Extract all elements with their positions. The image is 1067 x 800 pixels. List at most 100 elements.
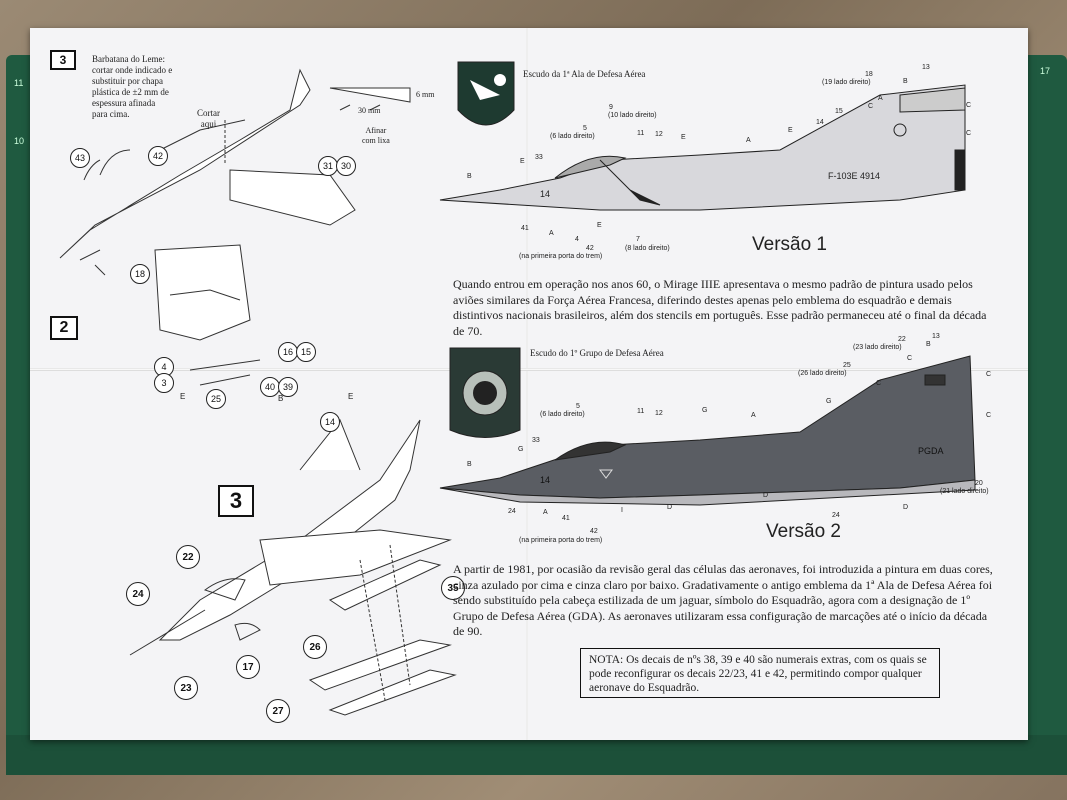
decal-callout: A — [751, 412, 756, 419]
nose-number: 14 — [540, 189, 551, 199]
tail-code: PGDA — [918, 446, 944, 456]
ruler-number: 17 — [1040, 66, 1051, 76]
decal-callout: 11 — [637, 130, 645, 137]
decal-callout: 24 — [832, 512, 840, 519]
dimension-length: 30 mm — [358, 106, 381, 115]
decal-callout: 24 — [508, 508, 516, 515]
cut-here-label: Cortar aqui — [197, 108, 220, 129]
step-number-box: 2 — [50, 316, 78, 340]
nose-number: 14 — [540, 475, 551, 485]
part-number: 35 — [441, 576, 465, 600]
decal-callout: D — [763, 492, 769, 499]
decal-callout: E — [520, 158, 525, 165]
decal-callout: E — [788, 127, 793, 134]
decal-callout: 18 — [865, 71, 873, 78]
decal-callout: C — [868, 103, 874, 110]
decal-callout: (na primeira porta do trem) — [519, 537, 603, 544]
decal-callout: (21 lado direito) — [940, 488, 989, 495]
part-number: 15 — [296, 342, 316, 362]
decal-callout: 11 — [637, 408, 645, 415]
part-number: 26 — [303, 635, 327, 659]
emblem-1a-ala — [457, 61, 515, 126]
rudder-fin-instructions: Barbatana do Leme: cortar onde indicado … — [92, 54, 173, 119]
decal-callout: B — [467, 173, 472, 180]
part-number: 30 — [336, 156, 356, 176]
part-letter: E — [180, 392, 186, 401]
part-number: 24 — [126, 582, 150, 606]
decal-callout: 33 — [532, 437, 540, 444]
assembly-drawing-step2 — [59, 68, 411, 386]
decal-callout: 20 — [975, 480, 983, 487]
decal-callout: C — [986, 371, 992, 378]
decal-callout: C — [966, 102, 972, 109]
step-number-box: 3 — [218, 485, 254, 517]
decal-callout: (6 lado direito) — [550, 133, 595, 140]
version2-description: A partir de 1981, por ocasião da revisão… — [453, 562, 993, 638]
part-number: 18 — [130, 264, 150, 284]
part-number: 3 — [154, 373, 174, 393]
decal-callout: 12 — [655, 131, 663, 138]
decal-callout: (26 lado direito) — [798, 370, 847, 377]
part-number: 23 — [174, 676, 198, 700]
decal-callout: 25 — [843, 362, 851, 369]
decal-callout: 42 — [586, 245, 594, 252]
decal-callout: 4 — [575, 236, 579, 243]
decal-callout: (10 lado direito) — [608, 112, 657, 119]
decal-callout: C — [907, 355, 913, 362]
decal-callout: B — [903, 78, 908, 85]
decal-callout: 12 — [655, 410, 663, 417]
cutting-mat-ruler — [6, 735, 1067, 775]
decal-callout: 41 — [562, 515, 570, 522]
part-number: 31 — [318, 156, 338, 176]
part-number: 16 — [278, 342, 298, 362]
version1-description: Quando entrou em operação nos anos 60, o… — [453, 277, 987, 338]
decal-callout: G — [826, 398, 832, 405]
note-box: NOTA: Os decais de nºs 38, 39 e 40 são n… — [580, 648, 940, 698]
part-number: 14 — [320, 412, 340, 432]
decal-callout: 14 — [816, 119, 824, 126]
fold-line-vertical — [526, 28, 528, 740]
aircraft-serial: F-103E 4914 — [828, 171, 881, 181]
decal-callout: I — [621, 507, 623, 514]
decal-callout: 5 — [583, 125, 587, 132]
decal-callout: D — [667, 504, 673, 511]
step-number-box: 3 — [50, 50, 76, 70]
part-number: 22 — [176, 545, 200, 569]
decal-callout: C — [966, 130, 972, 137]
decal-callout: E — [681, 134, 686, 141]
decal-callout: (6 lado direito) — [540, 411, 585, 418]
decal-callout: 13 — [932, 333, 940, 340]
part-number: 40 — [260, 377, 280, 397]
decal-callout: D — [903, 504, 909, 511]
decal-callout: 22 — [898, 336, 906, 343]
version-title: Versão 2 — [766, 521, 841, 542]
emblem-1-gda — [449, 347, 521, 438]
ruler-number: 10 — [14, 136, 25, 146]
part-number: 25 — [206, 389, 226, 409]
decal-callout: C — [876, 380, 882, 387]
decal-callout: 7 — [636, 236, 640, 243]
decal-callout: (na primeira porta do trem) — [519, 253, 603, 260]
decal-callout: G — [518, 446, 524, 453]
decal-callout: (19 lado direito) — [822, 79, 871, 86]
part-number: 39 — [278, 377, 298, 397]
dimension-thickness: 6 mm — [416, 90, 435, 99]
decal-callout: (23 lado direito) — [853, 344, 902, 351]
decal-callout: G — [702, 407, 708, 414]
emblem-title: Escudo do 1º Grupo de Defesa Aérea — [530, 348, 664, 358]
decal-callout: 41 — [521, 225, 529, 232]
part-number: 43 — [70, 148, 90, 168]
decal-callout: A — [543, 509, 548, 516]
part-letter: E — [348, 392, 354, 401]
decal-callout: 9 — [609, 104, 613, 111]
aircraft-profile-version2 — [439, 355, 976, 506]
decal-callout: A — [549, 230, 554, 237]
part-number: 27 — [266, 699, 290, 723]
decal-callout: 42 — [590, 528, 598, 535]
decal-callout: 33 — [535, 154, 543, 161]
part-number: 42 — [148, 146, 168, 166]
decal-callout: E — [597, 222, 602, 229]
ruler-number: 11 — [14, 78, 24, 88]
decal-callout: 5 — [576, 403, 580, 410]
